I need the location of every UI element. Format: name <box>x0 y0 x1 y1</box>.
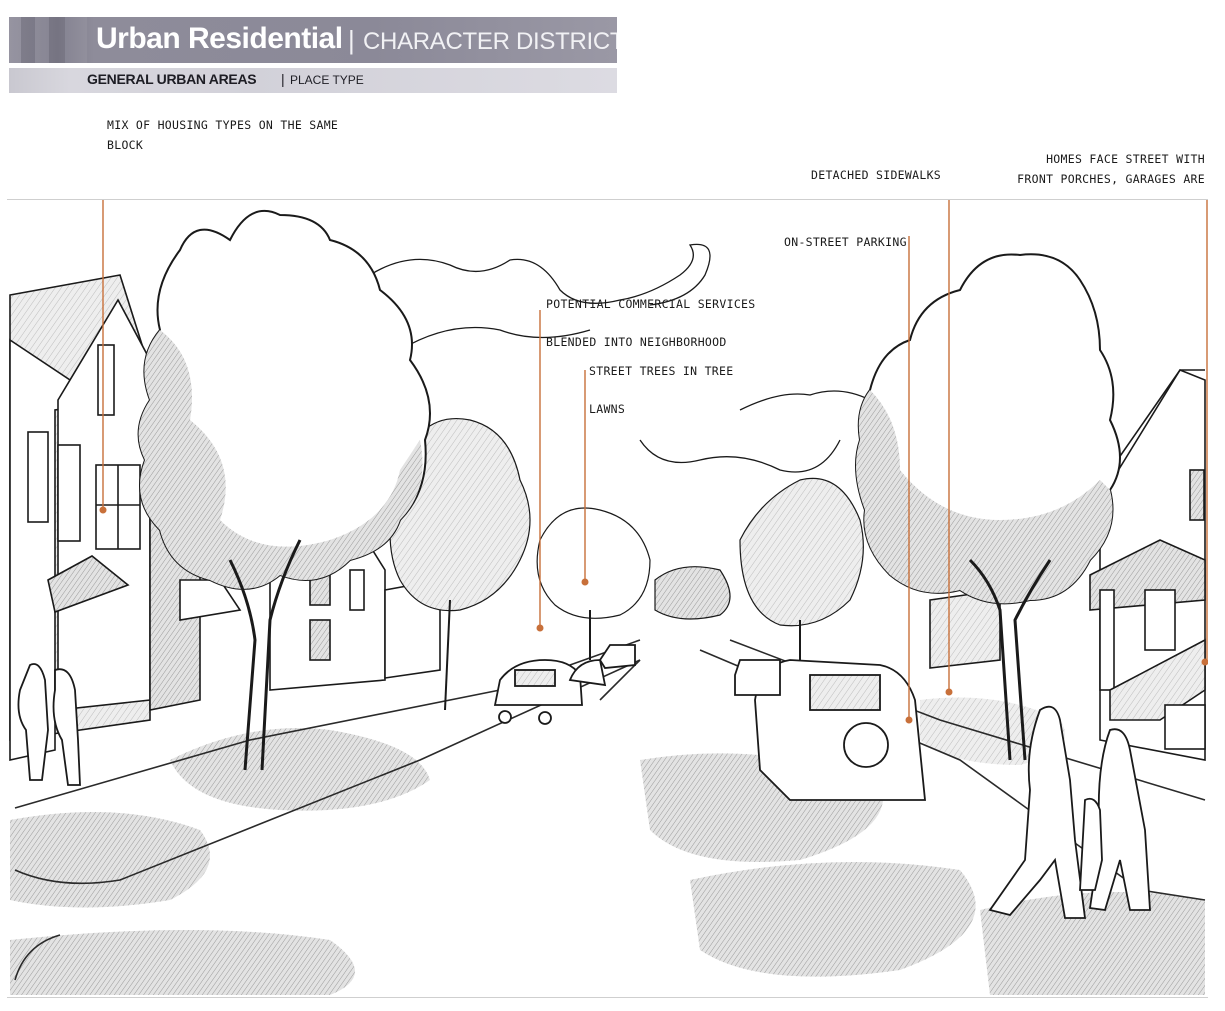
leader-dots <box>99 506 1208 724</box>
callout-homes-line2: FRONT PORCHES, GARAGES ARE <box>1017 172 1205 186</box>
callout-commercial-line1: POTENTIAL COMMERCIAL SERVICES <box>546 297 756 311</box>
large-tree-left <box>137 210 431 771</box>
illustration-frame <box>7 199 1208 998</box>
title-suffix: CHARACTER DISTRICT <box>363 28 617 55</box>
page-title: Urban Residential <box>96 22 343 55</box>
callout-homes-line1: HOMES FACE STREET WITH <box>1046 152 1205 166</box>
large-tree-right <box>855 253 1121 761</box>
right-houses <box>929 369 1206 761</box>
subtitle-separator: | <box>281 71 285 87</box>
callout-commercial-line2: BLENDED INTO NEIGHBORHOOD <box>546 335 727 349</box>
subtitle-banner: GENERAL URBAN AREAS | PLACE TYPE <box>9 68 617 93</box>
pedestrians <box>17 663 1151 919</box>
banner-texture <box>9 17 87 63</box>
callout-sidewalks: DETACHED SIDEWALKS <box>811 168 942 182</box>
subtitle-suffix: PLACE TYPE <box>290 73 364 87</box>
callout-homes: HOMES FACE STREET WITH FRONT PORCHES, GA… <box>1017 149 1205 189</box>
page-subtitle: GENERAL URBAN AREAS <box>87 71 257 87</box>
clouds <box>369 243 871 473</box>
callout-trees-line2: LAWNS <box>589 402 626 416</box>
callout-parking: ON-STREET PARKING <box>784 235 907 249</box>
callout-trees-line1: STREET TREES IN TREE <box>589 364 734 378</box>
title-separator: | <box>348 25 355 55</box>
callout-housing-mix: MIX OF HOUSING TYPES ON THE SAME BLOCK <box>107 115 338 155</box>
title-banner: Urban Residential | CHARACTER DISTRICT <box>9 17 617 63</box>
parked-cars <box>493 644 926 801</box>
callout-housing-mix-line1: MIX OF HOUSING TYPES ON THE SAME <box>107 118 339 132</box>
leader-lines <box>102 200 1208 720</box>
callout-housing-mix-line2: BLOCK <box>107 138 144 152</box>
street-shadows <box>10 697 1205 995</box>
